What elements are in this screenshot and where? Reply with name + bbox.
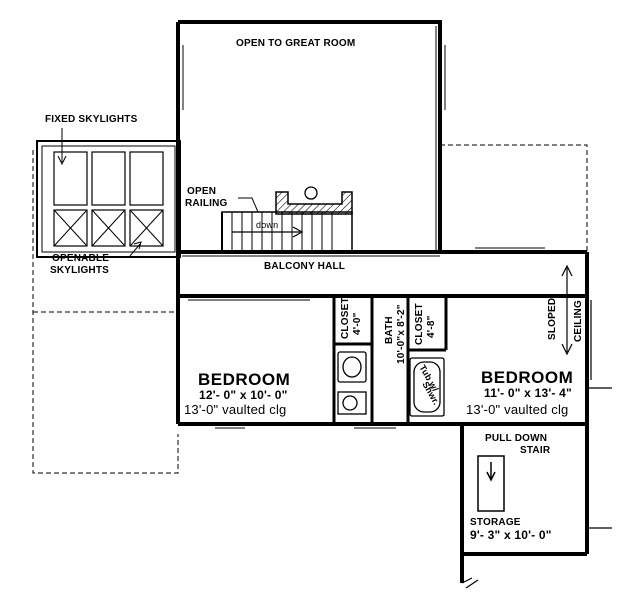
openable-skylight [91,209,126,247]
sloped-ceiling-arrow [561,264,573,356]
pull-down-stair-label-2: STAIR [520,445,551,456]
stair [221,186,353,253]
lower-level-outline [32,144,588,474]
open-to-great-room-label: OPEN TO GREAT ROOM [236,38,356,49]
skylights [36,128,181,258]
storage-dim: 9'- 3" x 10'- 0" [470,528,552,542]
closet-left-label: CLOSET [340,297,351,339]
fixed-skylights-label: FIXED SKYLIGHTS [45,114,138,125]
windows [182,45,545,429]
open-railing-label-2: RAILING [185,198,228,209]
openable-skylight [53,209,88,247]
bedroom-left-dim: 12'- 0" x 10'- 0" [199,388,288,402]
open-railing-label-1: OPEN [187,186,217,197]
bedroom-right-ceiling: 13'-0" vaulted clg [466,402,569,417]
sloped-ceiling-label-2: CEILING [573,300,584,342]
closet-right-dim: 4'-8" [426,315,437,338]
walls [176,20,612,589]
fixed-skylight [91,151,126,206]
fixed-skylight [53,151,88,206]
bedroom-right-dim: 11'- 0" x 13'- 4" [484,386,572,400]
openable-skylights-label-1: OPENABLE [52,253,110,264]
openable-skylight [129,209,164,247]
closet-left-dim: 4'-0" [352,312,363,335]
closet-right-label: CLOSET [414,303,425,345]
bedroom-left-ceiling: 13'-0" vaulted clg [184,402,287,417]
fixed-skylight [129,151,164,206]
pull-down-stair [477,455,505,512]
bath-dim: 10'-0"x 8'-2" [396,304,407,364]
bedroom-right-name: BEDROOM [481,368,574,387]
stair-down-label: down [256,220,279,230]
toilet [337,391,367,415]
sloped-ceiling-label-1: SLOPED [547,297,558,340]
openable-skylights-label-2: SKYLIGHTS [50,265,110,276]
pull-down-stair-label-1: PULL DOWN [485,433,548,444]
sink [337,351,367,383]
storage-label: STORAGE [470,517,521,528]
bedroom-left-name: BEDROOM [198,370,291,389]
balcony-hall-label: BALCONY HALL [264,261,346,272]
bath-fixtures [337,351,445,417]
bath-label: BATH [384,316,395,344]
